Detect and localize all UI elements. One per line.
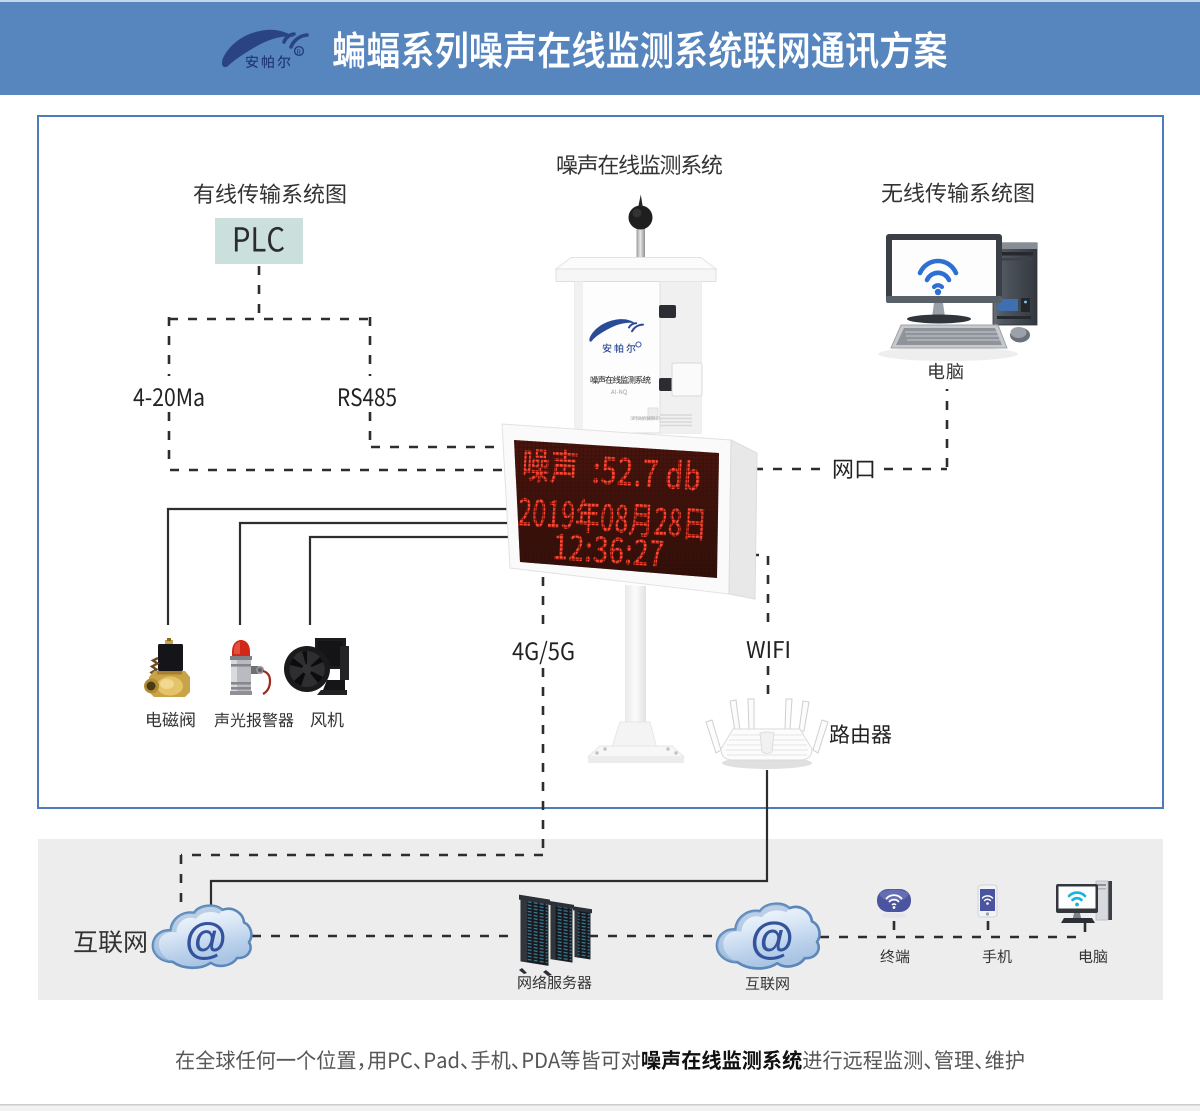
svg-text:@: @ [185, 915, 227, 963]
svg-text:@: @ [750, 912, 794, 963]
